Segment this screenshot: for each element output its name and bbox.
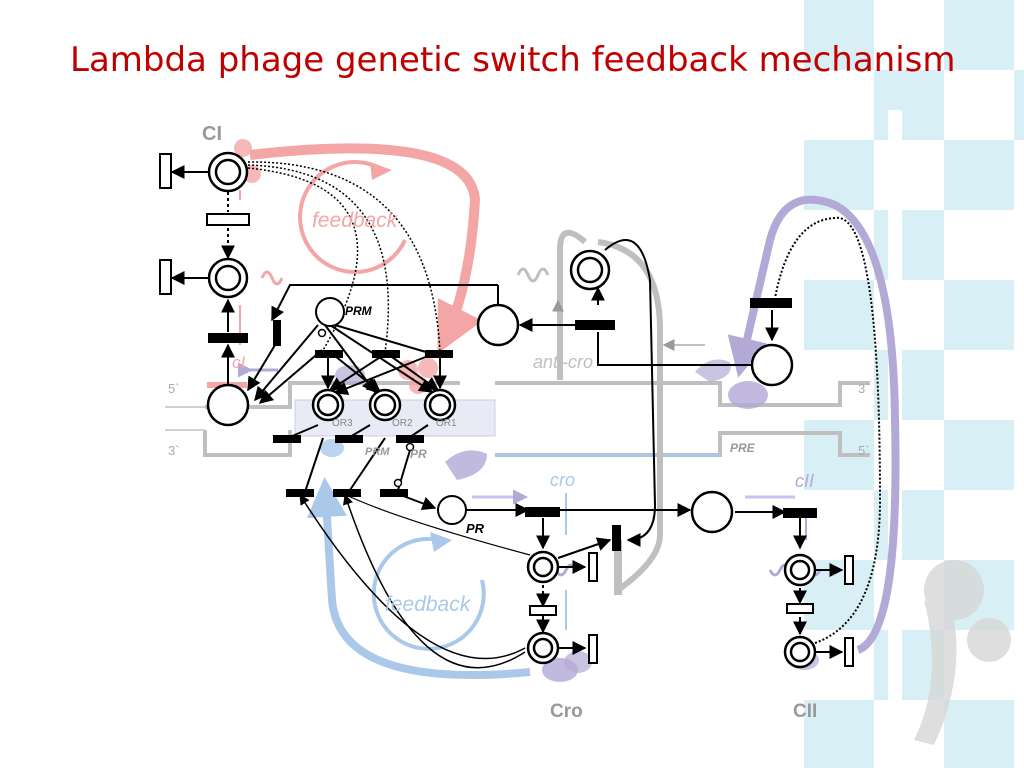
place-cii-gene (690, 490, 734, 534)
sink-cii-mrna (844, 555, 854, 585)
petri-places (206, 151, 817, 669)
transition-cii-pre (750, 298, 792, 308)
place-ci-gene (206, 383, 250, 427)
label-or3: OR3 (332, 418, 353, 429)
label-three-prime-right: 3` (858, 381, 870, 396)
transition-anti-cro-block (612, 525, 621, 551)
label-cro-protein: Cro (550, 701, 583, 722)
transition-cii-translation (786, 603, 814, 614)
petri-transitions (208, 298, 817, 551)
label-prm-dna: PRM (365, 446, 390, 458)
page-title: Lambda phage genetic switch feedback mec… (70, 40, 956, 80)
label-cii-gene: cII (795, 471, 814, 491)
transition-cii-transcription (783, 508, 817, 518)
place-anti-cro-gene (476, 303, 520, 347)
transition-or2-binding (372, 350, 400, 358)
transition-ci-translation (208, 333, 248, 343)
place-prm (315, 297, 345, 327)
decorative-checker-band (804, 0, 1024, 768)
transition-or1-unbinding (396, 435, 424, 443)
background-layer (165, 139, 900, 682)
anti-cro-gene (516, 229, 705, 595)
label-five-prime-right: 5` (858, 443, 870, 458)
transition-cro-translation (529, 605, 557, 616)
label-cii-protein: CII (793, 701, 817, 722)
transition-cro-or1 (380, 489, 408, 497)
label-three-prime-left: 3` (168, 443, 180, 458)
transition-or1-binding (425, 350, 453, 358)
label-pr-dna: PR (410, 447, 427, 461)
label-ci-feedback: feedback (312, 209, 399, 232)
sink-cro-protein (588, 634, 598, 664)
transition-or3-binding (315, 350, 343, 358)
cii-feedback-loop (238, 195, 900, 670)
transition-cro-transcription (525, 507, 560, 517)
transition-cro-or3 (286, 489, 314, 497)
transition-prm-activation (273, 320, 281, 346)
place-pr (437, 495, 467, 525)
place-pre (750, 343, 794, 387)
sink-ci-mrna (159, 259, 172, 295)
label-pre: PRE (730, 441, 756, 455)
transition-or3-unbinding (273, 435, 301, 443)
label-anti-cro: anti-cro (533, 352, 593, 372)
sink-cro-mrna (588, 552, 598, 582)
label-or1: OR1 (436, 418, 457, 429)
transition-anti-cro-transcription (575, 320, 615, 330)
cro-feedback-loop (306, 439, 592, 682)
transition-ci-translation-delay (206, 213, 250, 226)
label-cro-feedback: feedback (385, 593, 472, 616)
sink-cii-protein (844, 637, 854, 667)
label-five-prime-left: 5` (168, 381, 180, 396)
label-or2: OR2 (392, 418, 413, 429)
label-pr: PR (466, 521, 485, 536)
label-ci-protein: CI (202, 123, 222, 145)
transition-or2-unbinding (335, 435, 363, 443)
transition-cro-or2 (333, 489, 361, 497)
label-cro-gene: cro (550, 470, 575, 490)
label-ci-gene: cI (232, 353, 246, 372)
label-prm: PRM (345, 304, 373, 318)
sink-ci-protein (159, 153, 172, 189)
